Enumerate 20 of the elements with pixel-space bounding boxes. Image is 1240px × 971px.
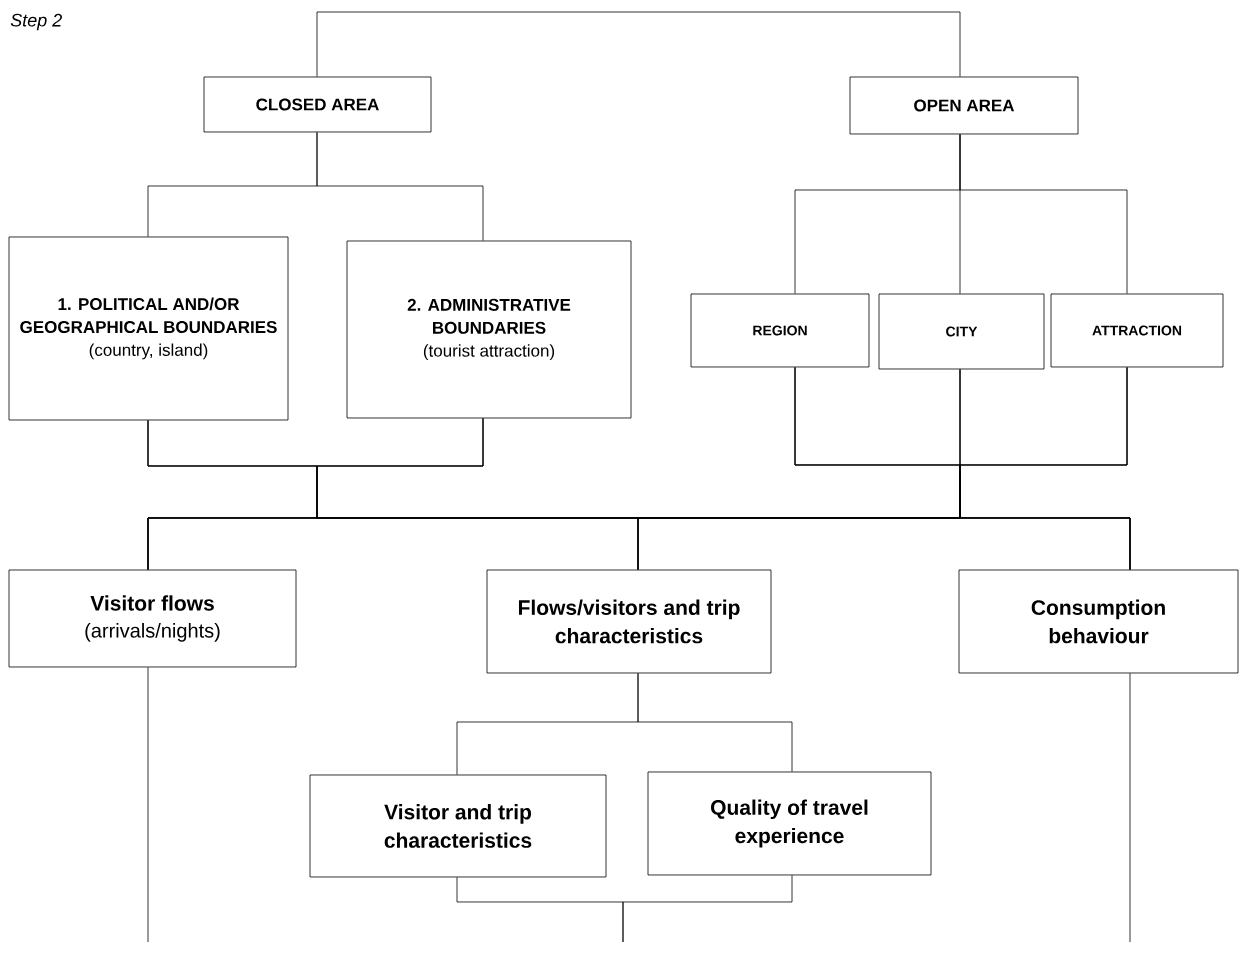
text-box: Visitor and trip characteristics <box>309 774 607 878</box>
connector-line <box>147 667 149 943</box>
connector-line <box>637 673 793 772</box>
text-box: Flows/visitors and trip characteristics <box>486 569 772 674</box>
text-box: 2. ADMINISTRATIVE BOUNDARIES (tourist attraction) <box>346 240 632 419</box>
text-box: CLOSED AREA <box>203 76 432 133</box>
text-box: Quality of travel experience <box>647 771 932 876</box>
step-heading: Step 2 <box>10 13 62 31</box>
connector-line <box>959 134 1128 294</box>
text-box: REGION <box>690 293 870 368</box>
text-box: 1. POLITICAL AND/OR GEOGRAPHICAL BOUNDARIES (country, island) <box>8 236 289 421</box>
connector-line <box>316 132 484 241</box>
connector-line <box>316 11 961 77</box>
connector-line <box>622 875 793 943</box>
text-box: Consumption behaviour <box>958 569 1239 674</box>
text-box: OPEN AREA <box>849 76 1079 135</box>
text-box: ATTRACTION <box>1050 293 1224 368</box>
connector-line <box>1129 673 1131 943</box>
text-box: Visitor flows (arrivals/nights) <box>8 569 297 668</box>
text-box: CITY <box>878 293 1045 370</box>
